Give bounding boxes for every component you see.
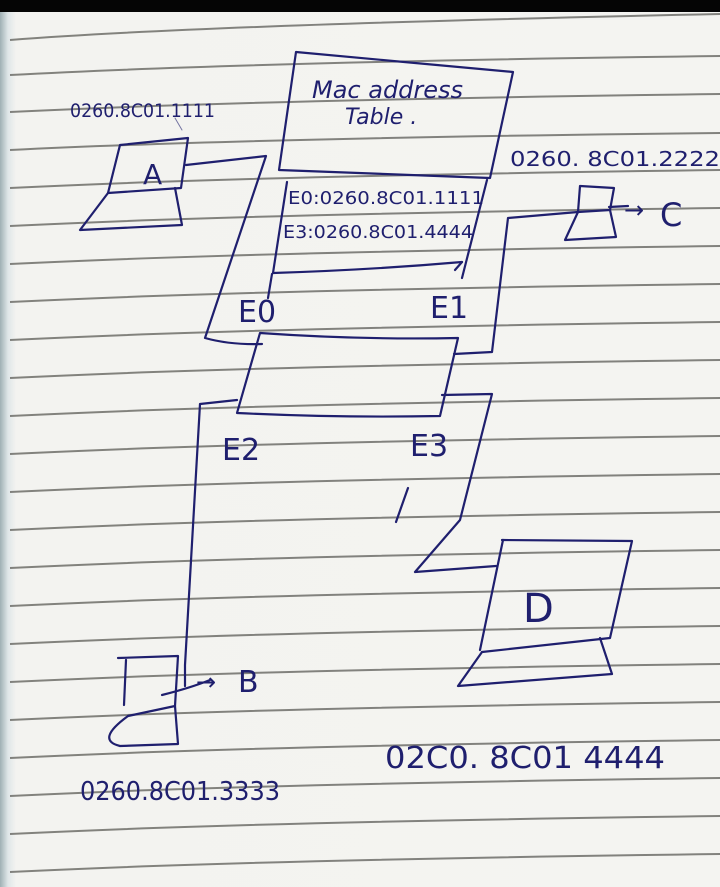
host-label-b: B — [238, 665, 259, 700]
link-e3-d — [413, 392, 498, 574]
host-label-d: D — [523, 586, 554, 632]
switch-box — [235, 272, 460, 418]
port-label-e2: E2 — [222, 433, 260, 468]
host-a-laptop — [78, 136, 190, 232]
link-e2-b — [183, 398, 239, 688]
port-label-e0: E0 — [238, 295, 276, 330]
host-label-c: C — [660, 196, 682, 234]
arrow-c: → — [624, 196, 644, 224]
mac-table-box — [271, 50, 515, 280]
host-d-laptop — [456, 538, 634, 688]
mac-label-b: 0260.8C01.3333 — [80, 777, 280, 807]
port-label-e3: E3 — [410, 429, 448, 464]
host-label-a: A — [143, 158, 162, 191]
mac-label-c: 0260. 8C01.2222 — [510, 147, 720, 171]
link-e1-c — [452, 210, 580, 356]
top-black-bar — [0, 0, 720, 12]
mac-table-title-line1: Mac address — [312, 76, 463, 104]
mac-table-entry-e3: E3:0260.8C01.4444 — [283, 222, 473, 243]
host-c-laptop — [563, 184, 630, 242]
link-a-e0 — [184, 154, 268, 346]
mac-table-title-line2: Table . — [345, 105, 417, 130]
arrow-b: → — [196, 668, 216, 696]
mac-label-d: 02C0. 8C01 4444 — [385, 741, 665, 776]
mac-table-entry-e0: E0:0260.8C01.1111 — [288, 188, 484, 209]
mac-label-a: 0260.8C01.1111 — [70, 100, 215, 122]
port-label-e1: E1 — [430, 291, 468, 326]
host-b-laptop — [108, 654, 212, 748]
